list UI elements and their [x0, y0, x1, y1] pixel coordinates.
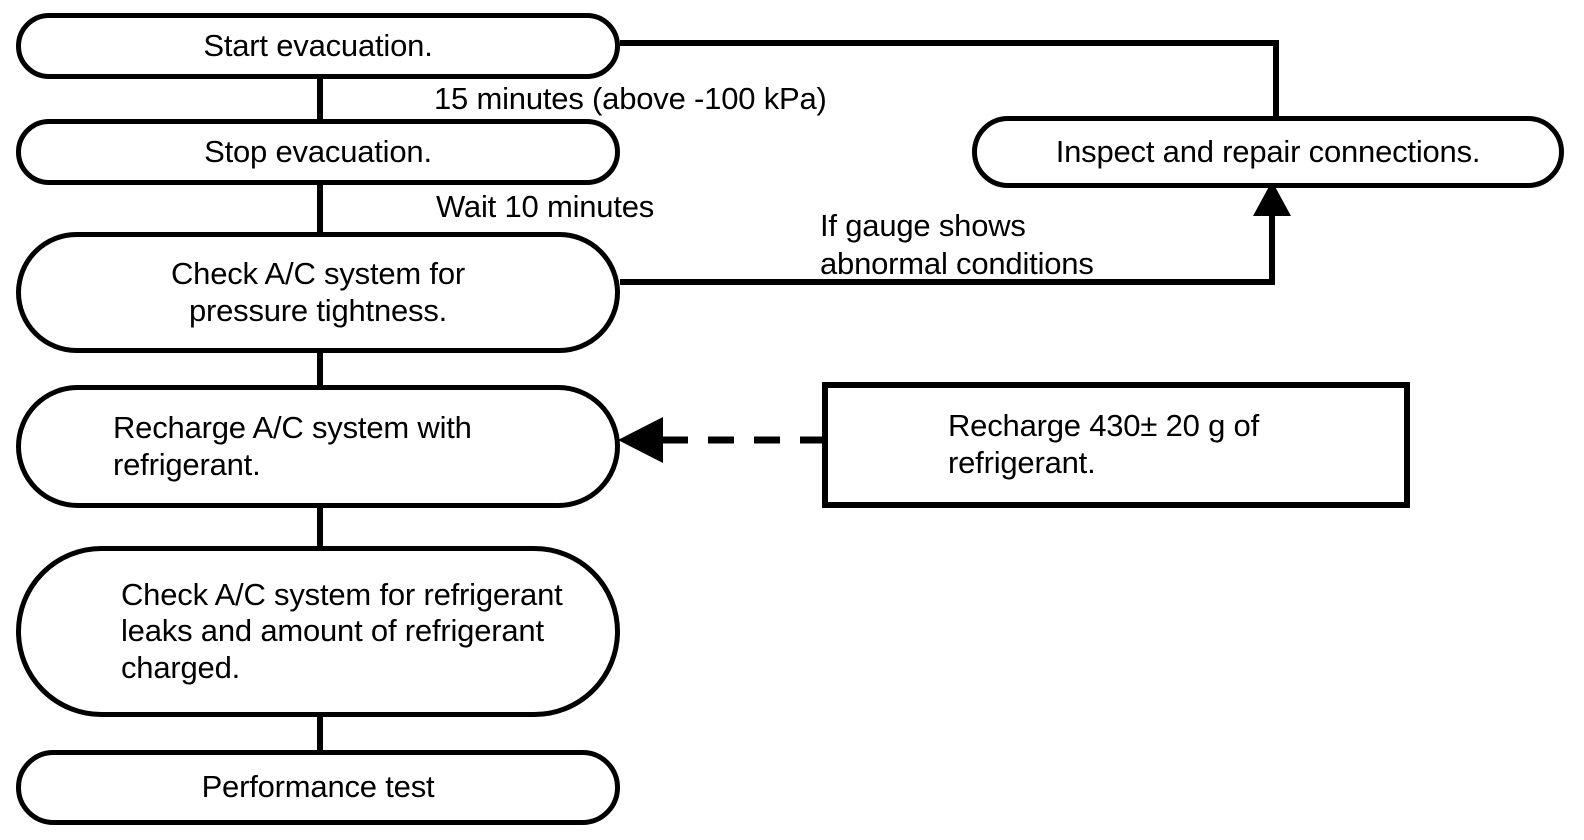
- node-stop-evacuation[interactable]: Stop evacuation.: [16, 119, 620, 185]
- connector-start-to-inspect: [620, 40, 1279, 118]
- node-performance-test-label: Performance test: [201, 769, 435, 805]
- node-inspect-and-repair-label: Inspect and repair connections.: [1055, 133, 1481, 169]
- arrowhead-left-to-recharge: [618, 417, 663, 463]
- node-check-leaks-label: Check A/C system for refrigerant leaks a…: [121, 576, 563, 685]
- node-stop-evacuation-label: Stop evacuation.: [204, 133, 432, 169]
- node-start-evacuation-label: Start evacuation.: [203, 27, 433, 63]
- connector-check-pressure-to-inspect: [620, 200, 1275, 285]
- edge-label-wait-duration: Wait 10 minutes: [436, 189, 655, 224]
- node-start-evacuation[interactable]: Start evacuation.: [16, 13, 620, 79]
- node-check-pressure-tightness[interactable]: Check A/C system for pressure tightness.: [16, 232, 620, 353]
- node-inspect-and-repair[interactable]: Inspect and repair connections.: [972, 116, 1564, 188]
- node-recharge-system[interactable]: Recharge A/C system with refrigerant.: [16, 385, 620, 508]
- arrowhead-up-to-inspect: [1253, 181, 1291, 216]
- node-check-pressure-tightness-label: Check A/C system for pressure tightness.: [170, 255, 466, 328]
- node-recharge-amount-note-label: Recharge 430± 20 g of refrigerant.: [948, 408, 1259, 480]
- node-recharge-system-label: Recharge A/C system with refrigerant.: [113, 409, 472, 482]
- node-check-leaks[interactable]: Check A/C system for refrigerant leaks a…: [16, 546, 620, 717]
- edge-label-evacuation-duration: 15 minutes (above -100 kPa): [434, 81, 827, 116]
- node-recharge-amount-note[interactable]: Recharge 430± 20 g of refrigerant.: [822, 382, 1410, 508]
- edge-label-abnormal-condition: If gauge shows abnormal conditions: [820, 208, 1094, 281]
- node-performance-test[interactable]: Performance test: [16, 750, 620, 825]
